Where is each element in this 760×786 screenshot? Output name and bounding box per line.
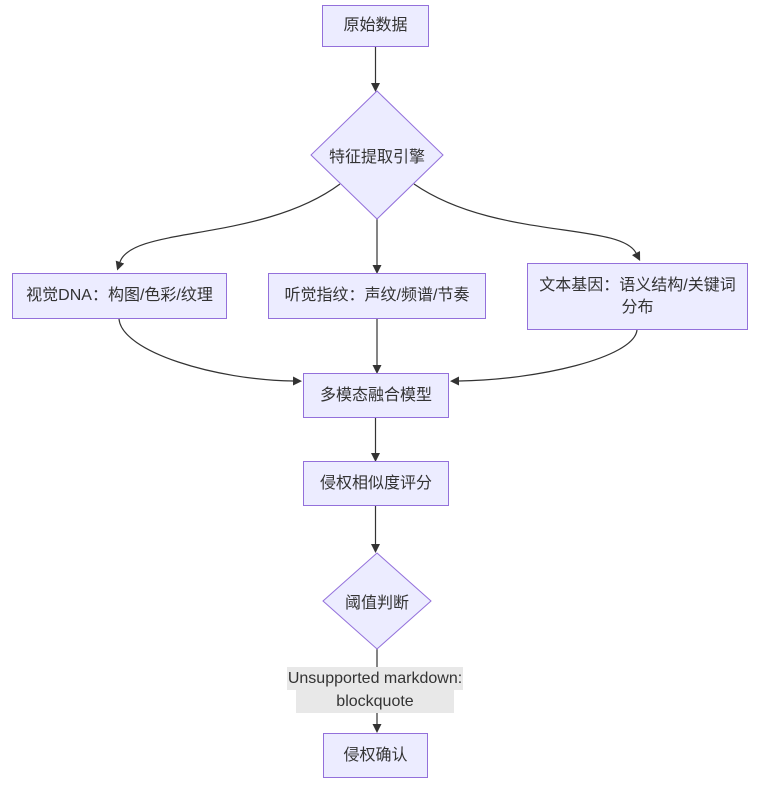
node-feature-engine-label: 特征提取引擎: [328, 149, 425, 166]
node-audio-fingerprint-label: 听觉指纹：声纹/频谱/节奏: [284, 287, 470, 304]
node-visual-dna-label: 视觉DNA：构图/色彩/纹理: [26, 287, 213, 304]
edge-label-line2: blockquote: [296, 690, 454, 713]
edge-engine-to-text: [413, 183, 641, 261]
edge-label-line1: Unsupported markdown:: [287, 667, 463, 690]
node-fusion-model: 多模态融合模型: [303, 373, 449, 418]
node-visual-dna: 视觉DNA：构图/色彩/纹理: [12, 273, 227, 319]
node-text-gene: 文本基因：语义结构/关键词分布: [527, 263, 748, 330]
node-feature-engine: 特征提取引擎: [307, 143, 447, 167]
edge-label-blockquote: Unsupported markdown: blockquote: [287, 667, 463, 713]
edge-engine-to-visual: [115, 183, 341, 271]
node-confirm: 侵权确认: [323, 733, 428, 778]
node-confirm-label: 侵权确认: [343, 746, 408, 764]
decision-feature-engine-shape: [310, 90, 444, 220]
node-similarity-score-label: 侵权相似度评分: [319, 474, 432, 492]
decision-threshold-shape: [322, 552, 432, 650]
node-threshold: 阈值判断: [317, 589, 437, 613]
node-raw-data-label: 原始数据: [343, 17, 408, 34]
node-audio-fingerprint: 听觉指纹：声纹/频谱/节奏: [268, 273, 486, 319]
node-raw-data: 原始数据: [322, 5, 429, 47]
node-text-gene-label: 文本基因：语义结构/关键词分布: [539, 276, 736, 316]
node-threshold-label: 阈值判断: [344, 595, 409, 612]
node-fusion-model-label: 多模态融合模型: [319, 386, 432, 404]
node-similarity-score: 侵权相似度评分: [303, 461, 449, 506]
edge-text-to-fusion: [450, 329, 638, 386]
edge-visual-to-fusion: [118, 318, 302, 386]
